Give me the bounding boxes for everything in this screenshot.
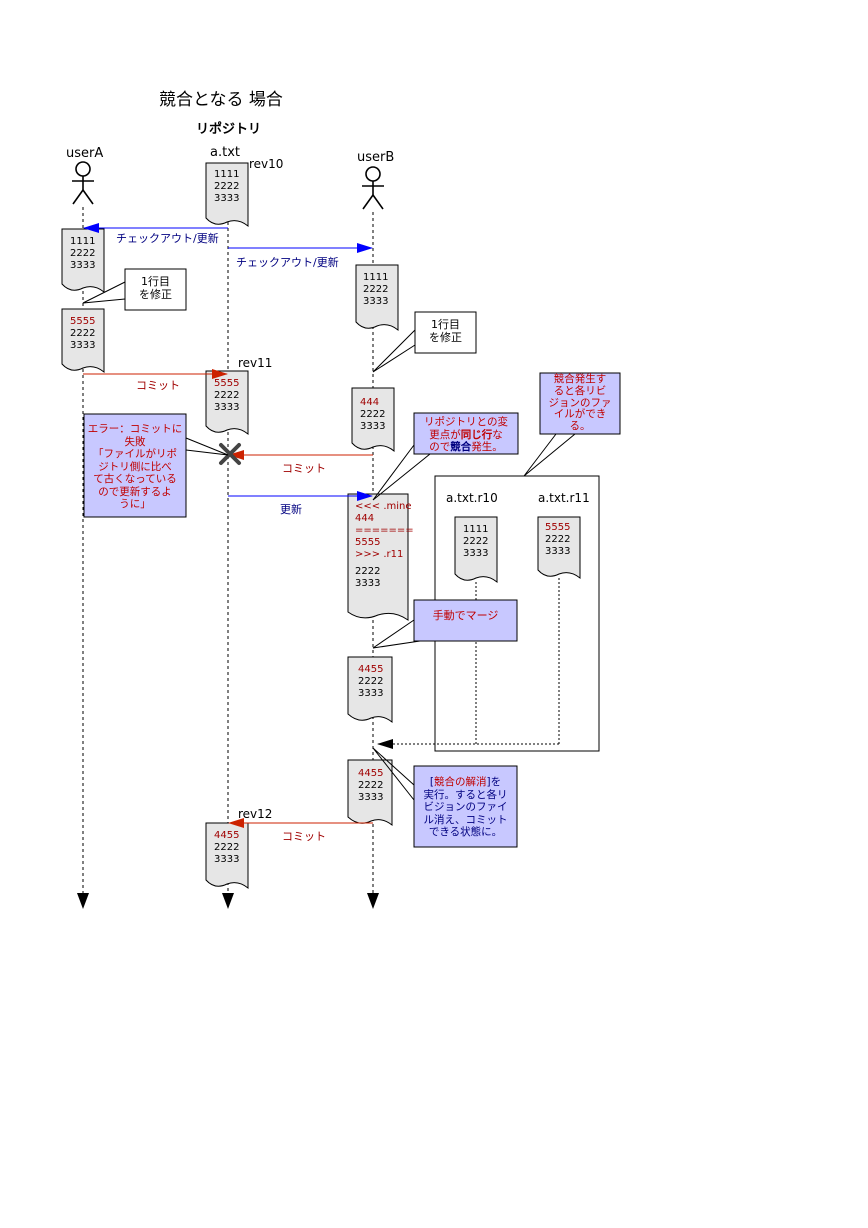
commit-a-label: コミット [136, 379, 180, 392]
repository-label: リポジトリ [196, 122, 262, 137]
note-conflict-occurs-box [413, 412, 519, 455]
note-a-edit-pointer [82, 281, 126, 304]
note-b-edit-box [414, 311, 477, 354]
doc-r11-line1: 5555 [545, 522, 571, 533]
note-conflict-files-box [539, 372, 621, 435]
doc-repo-rev11-line1: 5555 [214, 378, 240, 389]
doc-b-conflict-markers: <<< .mine 444 ======= 5555 >>> .r11 [355, 501, 414, 560]
note-conflict-files-pointer [523, 433, 576, 477]
note-b-edit-text: 1行目 を修正 [429, 318, 462, 344]
doc-b-modified-line1: 444 [360, 397, 380, 408]
commit-b-ok-label: コミット [282, 830, 326, 843]
checkout-b-label: チェックアウト/更新 [236, 256, 339, 269]
doc-r10 [454, 516, 498, 584]
doc-b-checkout-text: 1111 2222 3333 [363, 272, 389, 307]
doc-b-resolved-rest: 2222 3333 [358, 780, 384, 803]
note-manual-merge-pointer [372, 619, 421, 649]
commit-error-x-icon [219, 443, 241, 465]
note-a-edit-text: 1行目 を修正 [139, 275, 172, 301]
checkout-a-label: チェックアウト/更新 [116, 232, 219, 245]
note-manual-merge-text: 手動でマージ [432, 609, 499, 622]
userA-stick-figure-icon [72, 161, 94, 205]
doc-repo-rev10-text: 1111 2222 3333 [214, 169, 240, 204]
doc-a-modified-rest: 2222 3333 [70, 328, 96, 351]
note-error-pointer [185, 437, 229, 456]
userB-stick-figure-icon [362, 166, 384, 210]
note-resolve-text: [競合の解消]を 実行。すると各リ ビジョンのファイ ル消え、コミット できる状… [414, 776, 517, 839]
actor-repo-label: a.txt [210, 145, 240, 160]
note-conflict-occurs-same-line: 同じ行 [460, 428, 493, 441]
note-b-edit-pointer [372, 329, 416, 373]
note-a-edit-box [124, 268, 187, 311]
doc-b-resolved [347, 759, 393, 827]
note-conflict-occurs-post: 発生。 [471, 441, 503, 453]
doc-b-resolved-line1: 4455 [358, 768, 384, 779]
doc-b-modified-rest: 2222 3333 [360, 409, 386, 432]
update-b-label: 更新 [280, 503, 302, 516]
doc-repo-rev12-rest: 2222 3333 [214, 842, 240, 865]
note-resolve-pointer [372, 747, 415, 801]
note-manual-merge-box [413, 599, 518, 642]
note-conflict-occurs-pointer [372, 444, 431, 501]
doc-repo-rev12 [205, 822, 249, 890]
note-conflict-occurs-pre: リポジトリとの変 更点が [424, 416, 508, 441]
doc-a-modified-line1: 5555 [70, 316, 96, 327]
note-error-text: エラー：コミットに 失敗 「ファイルがリポ ジトリ側に比べ て古くなっている の… [87, 423, 183, 510]
repo-lifeline-end-arrow [222, 893, 234, 909]
note-error-box [83, 413, 187, 518]
actor-userA-label: userA [66, 146, 104, 161]
doc-r10-text: 1111 2222 3333 [463, 524, 489, 559]
doc-repo-rev12-line1: 4455 [214, 830, 240, 841]
rev11-label: rev11 [238, 356, 273, 370]
doc-a-checkout-text: 1111 2222 3333 [70, 236, 96, 271]
userB-lifeline-end-arrow [367, 893, 379, 909]
conflict-file-r10-label: a.txt.r10 [446, 491, 498, 505]
doc-b-conflict [347, 493, 409, 621]
rev12-label: rev12 [238, 807, 273, 821]
doc-r11-rest: 2222 3333 [545, 534, 571, 557]
userA-lifeline-end-arrow [77, 893, 89, 909]
actor-userB-label: userB [357, 150, 395, 165]
doc-repo-rev11 [205, 370, 249, 436]
note-resolve-box [413, 765, 518, 848]
doc-a-checkout [61, 228, 105, 294]
doc-b-checkout [355, 264, 399, 332]
note-conflict-occurs-conflict: 競合 [450, 441, 472, 453]
rev10-label: rev10 [249, 157, 284, 171]
doc-b-conflict-rest: 2222 3333 [355, 566, 381, 589]
doc-b-merged-rest: 2222 3333 [358, 676, 384, 699]
doc-a-modified [61, 308, 105, 374]
doc-repo-rev10 [205, 162, 249, 228]
note-resolve-red: 競合の解消 [434, 776, 487, 788]
doc-b-modified [351, 387, 395, 453]
conflict-file-r11-label: a.txt.r11 [538, 491, 590, 505]
commit-b-fail-label: コミット [282, 462, 326, 475]
doc-b-merged-line1: 4455 [358, 664, 384, 675]
doc-repo-rev11-rest: 2222 3333 [214, 390, 240, 413]
note-conflict-files-text: 競合発生す ると各リビ ジョンのファ イルができ る。 [548, 373, 612, 433]
note-conflict-occurs-mid: な ので [429, 428, 503, 454]
doc-r11 [537, 516, 581, 580]
note-conflict-occurs-text: リポジトリとの変 更点が同じ行な ので競合発生。 [414, 416, 518, 454]
page-title: 競合となる 場合 [159, 90, 283, 110]
note-resolve-post: ]を 実行。すると各リ ビジョンのファイ ル消え、コミット できる状態に。 [423, 776, 508, 838]
note-resolve-pre: [ [429, 776, 434, 788]
doc-b-merged [347, 656, 393, 724]
